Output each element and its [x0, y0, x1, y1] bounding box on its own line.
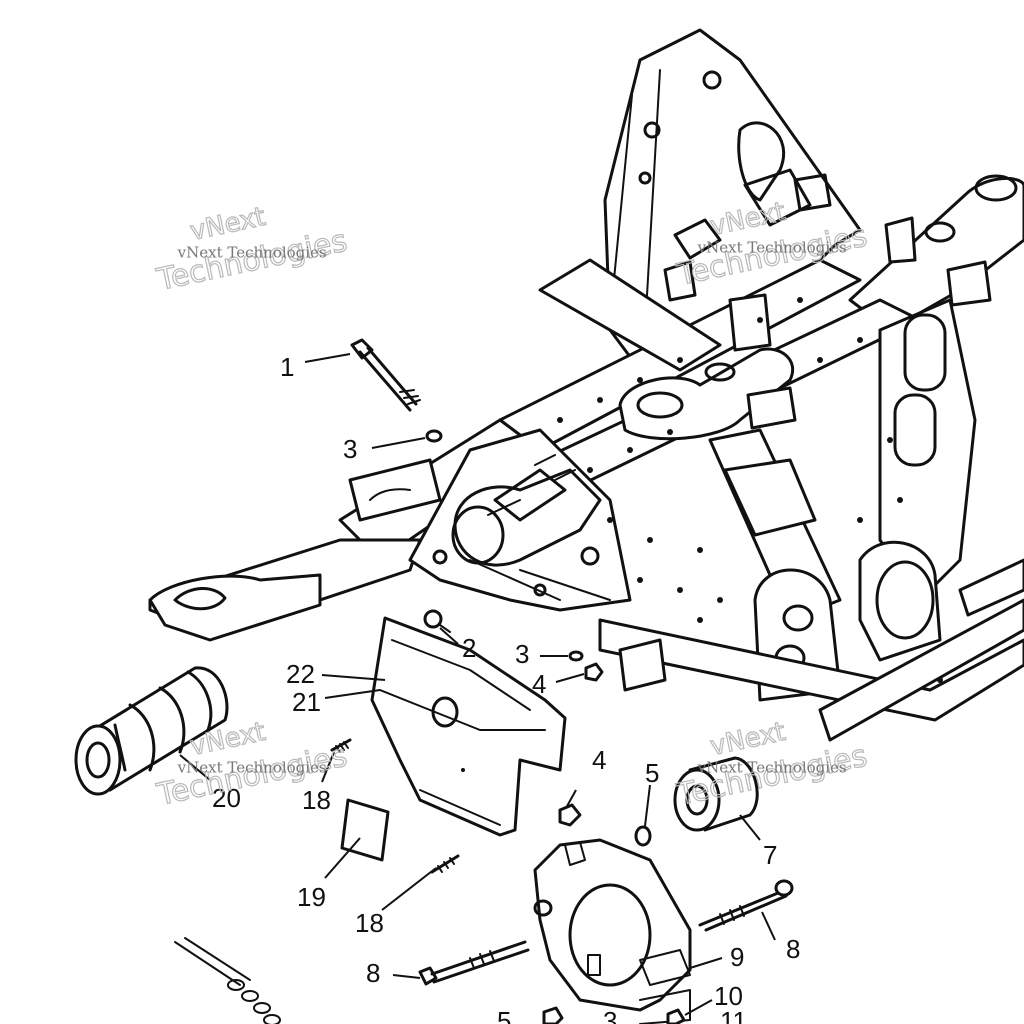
callout-numbers: 1 3 2 3 4 22 21 18 20 19 18 4 5 7 8 8 9 …: [212, 352, 800, 1024]
part-8-bolt-right: [698, 879, 794, 932]
callout-19: 19: [297, 882, 326, 912]
part-3-washer-upper: [425, 429, 443, 443]
callout-21: 21: [292, 687, 321, 717]
svg-text:vNext Technologies: vNext Technologies: [697, 239, 847, 257]
callout-10: 10: [714, 981, 743, 1011]
callout-8-left: 8: [366, 958, 380, 988]
callout-2: 2: [462, 633, 476, 663]
callout-22: 22: [286, 659, 315, 689]
part-3-washer-mid: [568, 650, 584, 662]
callout-20: 20: [212, 783, 241, 813]
part-10-11-screw: [666, 1008, 686, 1024]
part-21-22-heat-shield: [370, 616, 567, 837]
part-4-nut-mid: [584, 662, 604, 682]
svg-text:vNext: vNext: [708, 717, 789, 762]
part-9-mount-bracket: [533, 838, 692, 1024]
callout-18-upper: 18: [302, 785, 331, 815]
svg-text:vNext Technologies: vNext Technologies: [177, 759, 327, 777]
svg-text:vNext: vNext: [188, 202, 269, 247]
callout-3-lower: 3: [603, 1006, 617, 1024]
watermark-top-left: vNext Technologies vNext Technologies: [153, 201, 351, 298]
part-18-screw-lower: [430, 854, 460, 874]
callout-3-mid: 3: [515, 639, 529, 669]
rivet-dots: [557, 297, 943, 683]
leader-lines: [179, 353, 776, 1016]
part-8-bolt-left: [418, 940, 530, 986]
callout-5-upper: 5: [645, 758, 659, 788]
part-7-bushing: [673, 756, 759, 832]
part-5-nut-lower: [542, 1006, 564, 1024]
callout-1: 1: [280, 352, 294, 382]
part-20-spring-bumper: [74, 666, 229, 796]
part-2-screw: [423, 609, 451, 633]
frame-assembly: [148, 28, 1024, 742]
callout-9: 9: [730, 942, 744, 972]
part-5-washer-upper: [634, 825, 652, 847]
callout-8-right: 8: [786, 934, 800, 964]
callout-3-upper: 3: [343, 434, 357, 464]
callout-4-lower: 4: [592, 745, 606, 775]
callout-18-lower: 18: [355, 908, 384, 938]
part-1-bolt: [350, 338, 421, 412]
callout-11: 11: [720, 1006, 747, 1024]
callout-7: 7: [763, 840, 777, 870]
part-4-nut-lower: [558, 803, 582, 827]
svg-text:vNext Technologies: vNext Technologies: [697, 759, 847, 777]
part-18-screw-upper: [330, 738, 352, 753]
callout-4-mid: 4: [532, 669, 546, 699]
svg-text:vNext Technologies: vNext Technologies: [177, 244, 327, 262]
drive-chain: [174, 937, 281, 1024]
callout-5-lower: 5: [497, 1006, 511, 1024]
